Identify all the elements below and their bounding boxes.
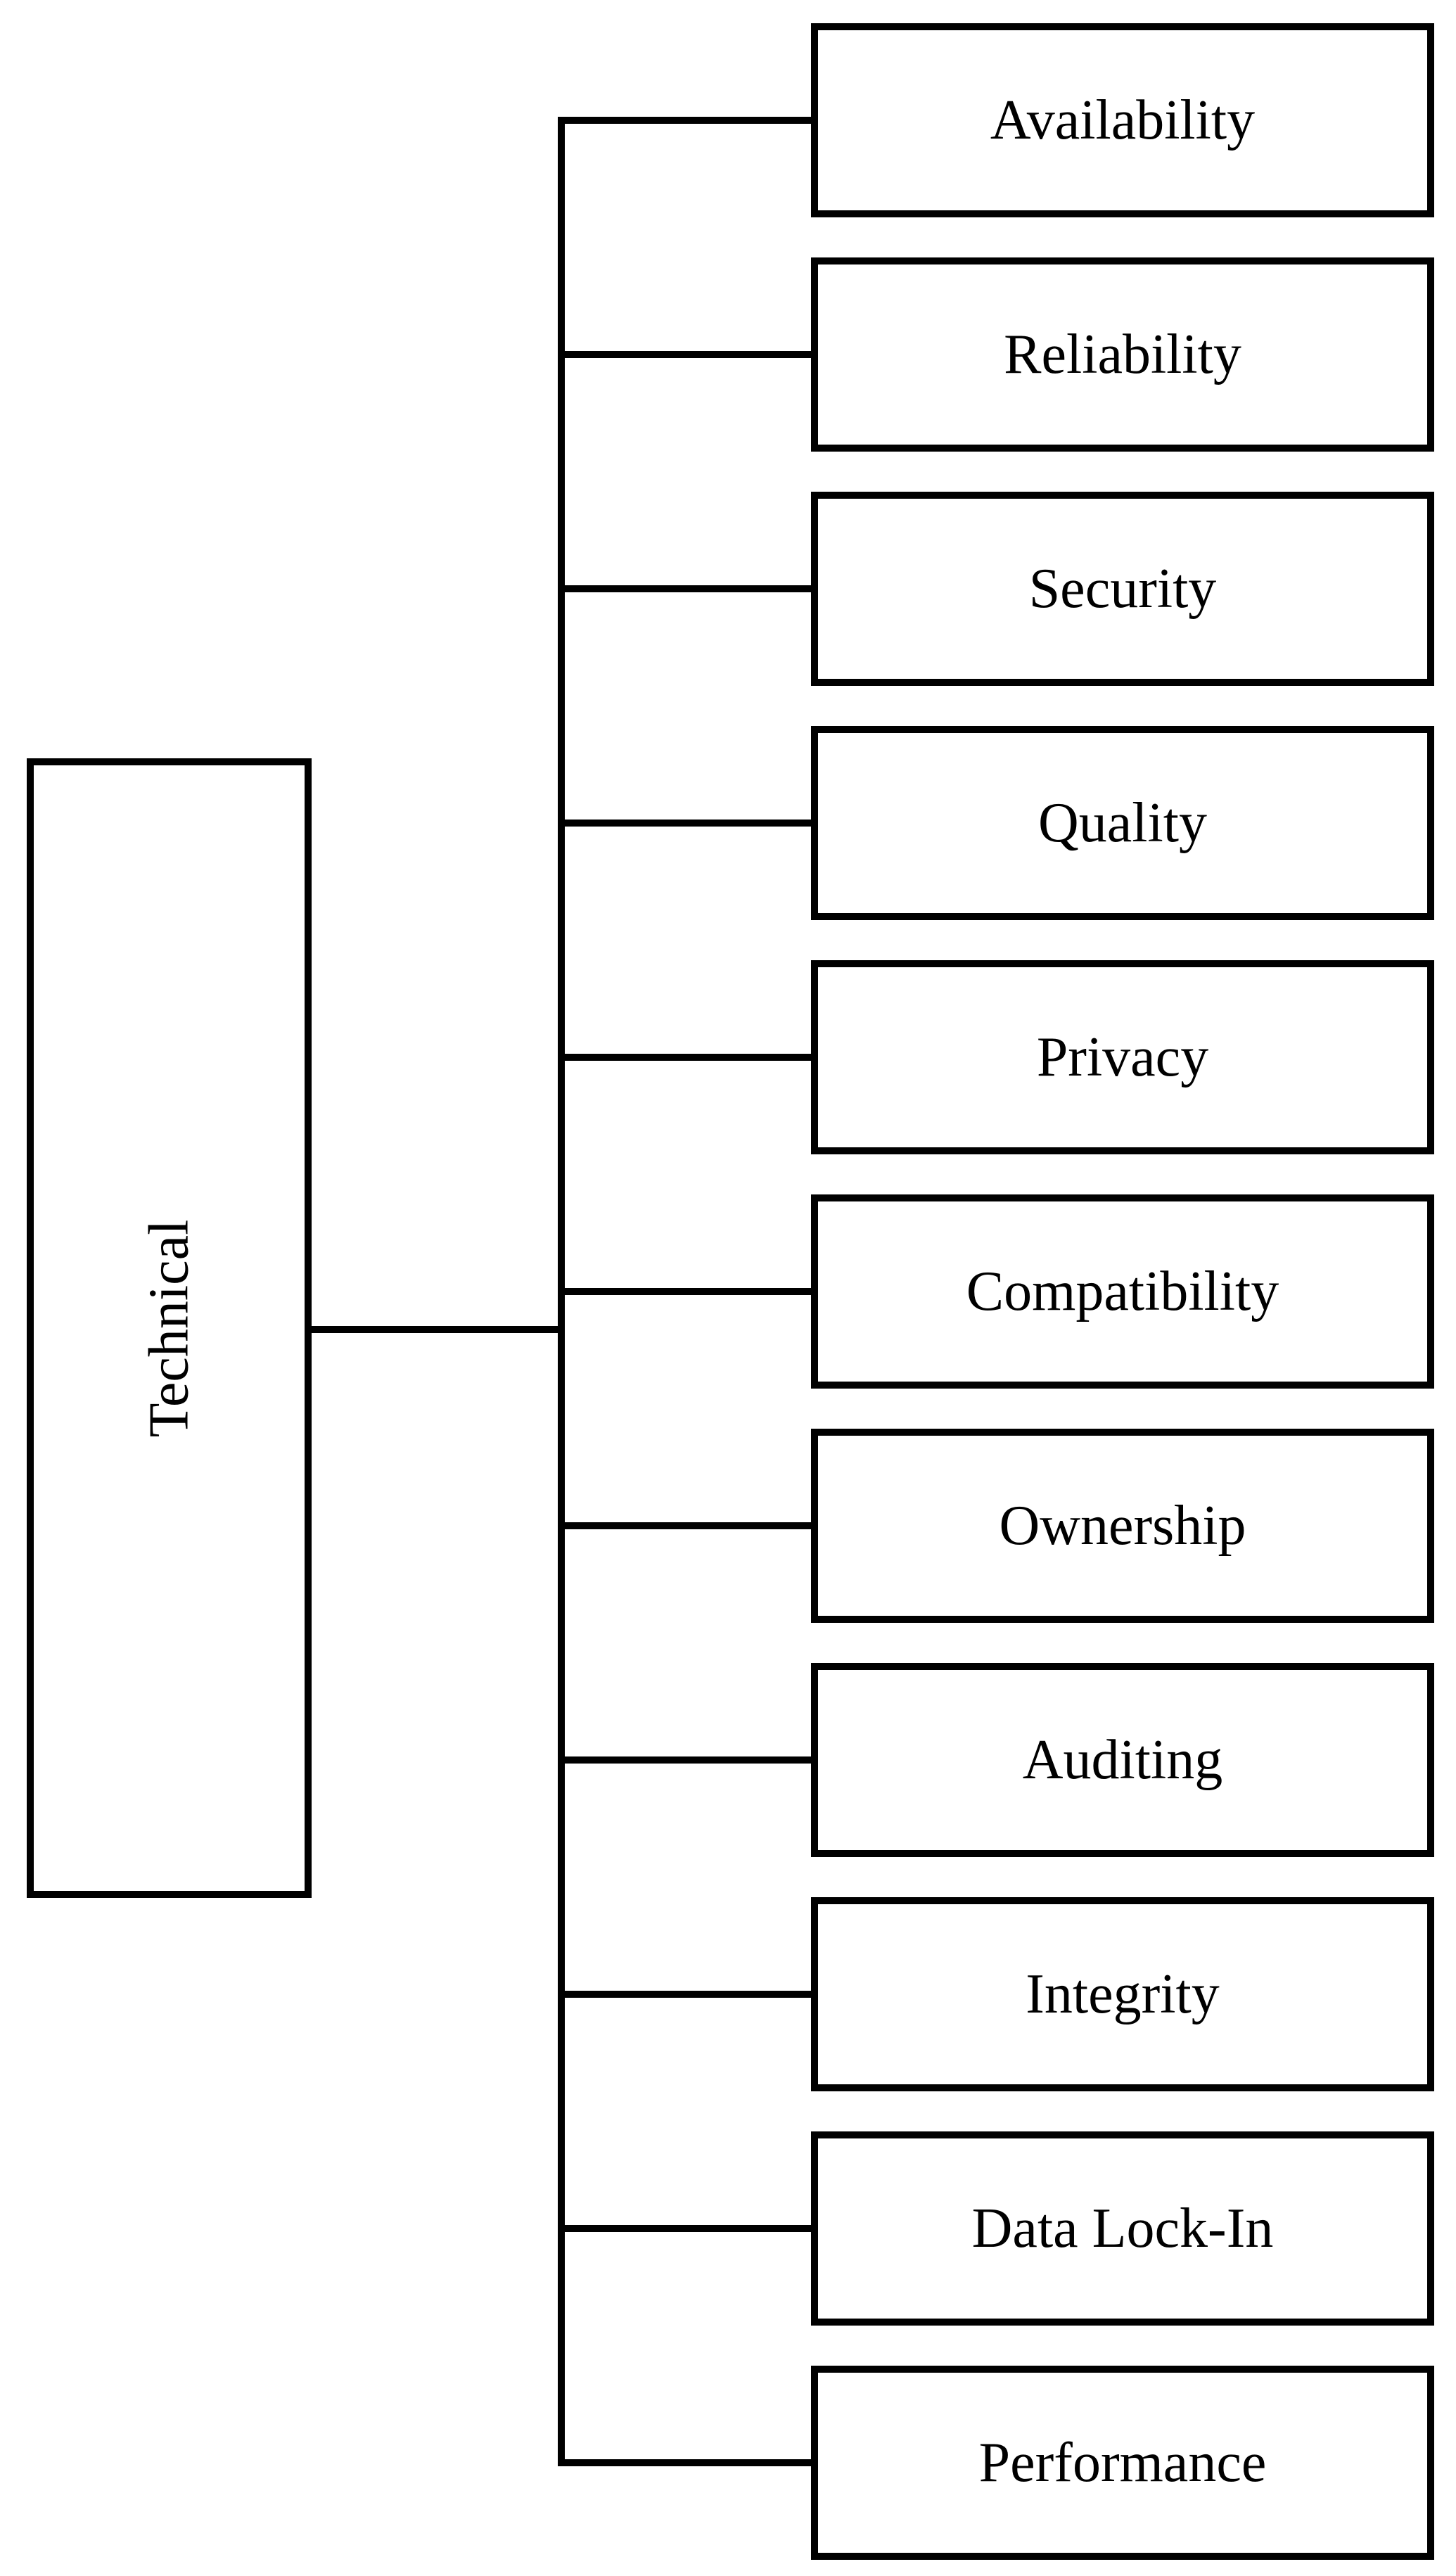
stub-line-availability xyxy=(558,117,818,124)
stub-line-privacy xyxy=(558,1054,818,1061)
node-label-ownership: Ownership xyxy=(999,1494,1246,1557)
root-connector-line xyxy=(305,1326,565,1333)
stub-line-auditing xyxy=(558,1756,818,1764)
node-performance: Performance xyxy=(811,2366,1434,2560)
stub-line-security xyxy=(558,585,818,592)
node-label-performance: Performance xyxy=(978,2431,1267,2494)
node-ownership: Ownership xyxy=(811,1429,1434,1623)
node-label-integrity: Integrity xyxy=(1026,1963,1220,2025)
node-availability: Availability xyxy=(811,23,1434,217)
node-label-auditing: Auditing xyxy=(1022,1728,1223,1791)
root-node-technical: Technical xyxy=(27,758,312,1898)
node-privacy: Privacy xyxy=(811,960,1434,1154)
node-label-quality: Quality xyxy=(1038,791,1207,854)
node-label-availability: Availability xyxy=(990,89,1256,151)
stub-line-quality xyxy=(558,820,818,827)
node-label-data-lock-in: Data Lock-In xyxy=(971,2197,1274,2259)
node-label-security: Security xyxy=(1028,557,1217,620)
node-compatibility: Compatibility xyxy=(811,1194,1434,1389)
node-reliability: Reliability xyxy=(811,257,1434,452)
stub-line-ownership xyxy=(558,1522,818,1529)
stub-line-compatibility xyxy=(558,1288,818,1295)
node-label-privacy: Privacy xyxy=(1036,1026,1209,1088)
node-security: Security xyxy=(811,492,1434,686)
stub-line-data-lock-in xyxy=(558,2225,818,2232)
node-label-reliability: Reliability xyxy=(1004,323,1241,385)
root-node-label: Technical xyxy=(137,1219,200,1437)
node-data-lock-in: Data Lock-In xyxy=(811,2131,1434,2326)
stub-line-performance xyxy=(558,2459,818,2466)
node-integrity: Integrity xyxy=(811,1897,1434,2091)
stub-line-reliability xyxy=(558,351,818,358)
node-label-compatibility: Compatibility xyxy=(966,1260,1279,1322)
stub-line-integrity xyxy=(558,1991,818,1998)
node-quality: Quality xyxy=(811,726,1434,920)
node-auditing: Auditing xyxy=(811,1663,1434,1857)
